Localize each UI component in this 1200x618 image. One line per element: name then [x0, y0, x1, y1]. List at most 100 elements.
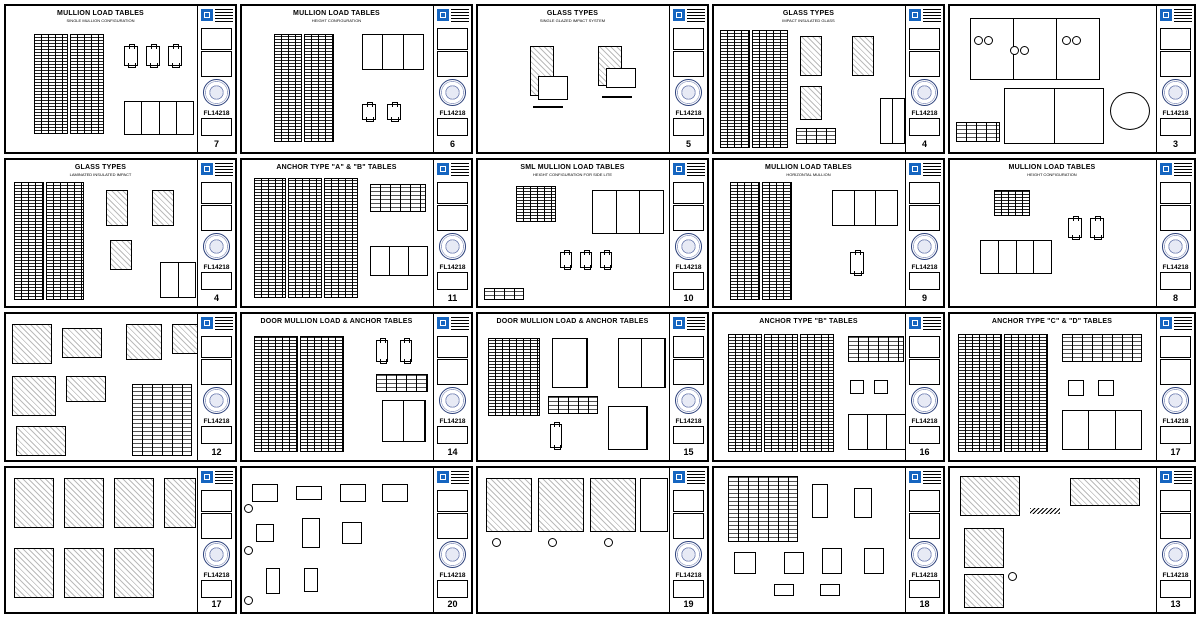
installation-detail — [16, 426, 66, 456]
sheet-4[interactable]: GLASS TYPES IMPACT INSULATED GLASS FL142… — [712, 4, 945, 154]
glazing-detail — [800, 36, 822, 76]
vertical-section — [964, 528, 1004, 568]
title-block: FL14218 12 — [197, 314, 235, 460]
anchor-table — [324, 178, 358, 298]
sheet-14[interactable]: ANCHOR TYPE "B" TABLES FL14218 16 — [712, 312, 945, 462]
sheet-13[interactable]: DOOR MULLION LOAD & ANCHOR TABLES FL1421… — [476, 312, 709, 462]
mullion-profile — [1068, 216, 1082, 240]
load-table — [14, 182, 44, 300]
sheet-number: 13 — [1170, 599, 1181, 609]
title-block: FL14218 8 — [1156, 160, 1194, 306]
approval-code: FL14218 — [911, 418, 938, 425]
approval-code: FL14218 — [911, 110, 938, 117]
sheet-11[interactable]: FL14218 12 — [4, 312, 237, 462]
sheet-9[interactable]: MULLION LOAD TABLES HORIZONTAL MULLION F… — [712, 158, 945, 308]
title-block: FL14218 13 — [1156, 468, 1194, 612]
sheet-19[interactable]: FL14218 18 — [712, 466, 945, 614]
approval-code: FL14218 — [439, 110, 466, 117]
company-logo-icon — [1160, 9, 1172, 21]
engineer-seal-icon — [1162, 541, 1189, 568]
extrusion-profile — [784, 552, 804, 574]
sheet-number: 3 — [1172, 139, 1178, 149]
title-block: FL14218 18 — [905, 468, 943, 612]
sheet-number: 8 — [1172, 293, 1178, 303]
engineer-seal-icon — [675, 387, 702, 414]
load-table — [70, 34, 104, 134]
engineer-seal-icon — [203, 541, 230, 568]
extrusion-profile — [252, 484, 278, 502]
sheet-18[interactable]: FL14218 19 — [476, 466, 709, 614]
door-elevation — [382, 400, 426, 442]
sheet-6[interactable]: GLASS TYPES LAMINATED INSULATED IMPACT F… — [4, 158, 237, 308]
detail-marker-icon — [244, 504, 253, 513]
sheet-16[interactable]: FL14218 17 — [4, 466, 237, 614]
horizontal-section — [590, 478, 636, 532]
anchor-detail — [874, 380, 888, 394]
sheet-title: MULLION LOAD TABLES — [1008, 164, 1096, 171]
load-table — [274, 34, 302, 142]
sheet-title: DOOR MULLION LOAD & ANCHOR TABLES — [260, 318, 413, 325]
sheet-12[interactable]: DOOR MULLION LOAD & ANCHOR TABLES FL1421… — [240, 312, 473, 462]
detail-marker-icon — [604, 538, 613, 547]
sheet-1[interactable]: MULLION LOAD TABLES SINGLE MULLION CONFI… — [4, 4, 237, 154]
sheet-number: 4 — [213, 293, 219, 303]
sheet-number: 12 — [211, 447, 222, 457]
window-elevation — [1062, 410, 1142, 450]
title-block: FL14218 10 — [669, 160, 707, 306]
anchor-notes — [1062, 334, 1142, 362]
company-logo-icon — [673, 163, 685, 175]
title-block: FL14218 15 — [669, 314, 707, 460]
approval-code: FL14218 — [1162, 572, 1189, 579]
engineer-seal-icon — [439, 387, 466, 414]
sheet-number: 4 — [921, 139, 927, 149]
sheet-title: GLASS TYPES — [546, 10, 599, 17]
horizontal-section — [14, 548, 54, 598]
anchor-detail — [1068, 380, 1084, 396]
extrusion-profile — [266, 568, 280, 594]
approval-code: FL14218 — [675, 110, 702, 117]
sheet-number: 19 — [683, 599, 694, 609]
mullion-profile — [550, 422, 562, 450]
approval-code: FL14218 — [675, 572, 702, 579]
anchor-table — [728, 334, 762, 452]
detail-marker-icon — [244, 596, 253, 605]
glazing-detail — [110, 240, 132, 270]
engineer-seal-icon — [439, 541, 466, 568]
load-table — [46, 182, 84, 300]
window-elevation — [832, 190, 898, 226]
engineer-seal-icon — [1162, 79, 1189, 106]
sheet-10[interactable]: MULLION LOAD TABLES HEIGHT CONFIGURATION… — [948, 158, 1196, 308]
company-logo-icon — [1160, 317, 1172, 329]
mullion-profile — [1090, 216, 1104, 240]
sheet-7[interactable]: ANCHOR TYPE "A" & "B" TABLES FL14218 11 — [240, 158, 473, 308]
sheet-subtitle: IMPACT INSULATED GLASS — [782, 18, 835, 23]
company-logo-icon — [909, 471, 921, 483]
sheet-title: SML MULLION LOAD TABLES — [520, 164, 625, 171]
sheet-number: 9 — [921, 293, 927, 303]
anchor-layout-elevation — [970, 18, 1100, 80]
window-elevation — [592, 190, 664, 234]
mullion-profile — [376, 338, 388, 364]
anchor-table — [764, 334, 798, 452]
glazing-detail — [800, 86, 822, 120]
sheet-8[interactable]: SML MULLION LOAD TABLES HEIGHT CONFIGURA… — [476, 158, 709, 308]
anchor-table — [288, 178, 322, 298]
mullion-profile — [168, 44, 182, 68]
engineer-seal-icon — [203, 387, 230, 414]
sheet-subtitle: SINGLE GLAZED IMPACT SYSTEM — [539, 18, 606, 23]
sheet-subtitle: HEIGHT CONFIGURATION — [311, 18, 362, 23]
sheet-20[interactable]: FL14218 13 — [948, 466, 1196, 614]
anchor-layout-elevation — [1004, 88, 1104, 144]
sheet-15[interactable]: ANCHOR TYPE "C" & "D" TABLES FL14218 17 — [948, 312, 1196, 462]
sheet-3[interactable]: GLASS TYPES SINGLE GLAZED IMPACT SYSTEM … — [476, 4, 709, 154]
company-logo-icon — [909, 9, 921, 21]
sheet-2[interactable]: MULLION LOAD TABLES HEIGHT CONFIGURATION… — [240, 4, 473, 154]
title-block: FL14218 9 — [905, 160, 943, 306]
installation-detail — [12, 324, 52, 364]
notes-table — [484, 288, 524, 300]
sheet-5[interactable]: FL14218 3 — [948, 4, 1196, 154]
sheet-17[interactable]: FL14218 20 — [240, 466, 473, 614]
installation-detail — [126, 324, 162, 360]
extrusion-profile — [812, 484, 828, 518]
